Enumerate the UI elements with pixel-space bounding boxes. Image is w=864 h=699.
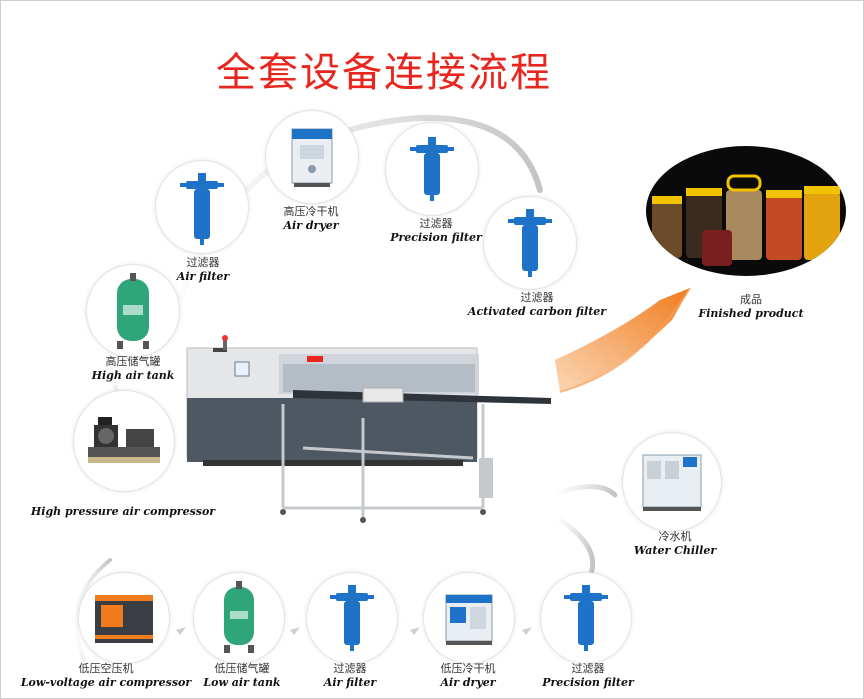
- air-dryer-bottom-node: [423, 572, 515, 664]
- label-en: Water Chiller: [633, 544, 717, 557]
- label-cn: 冷水机: [658, 530, 692, 543]
- label-en: Air filter: [323, 676, 377, 689]
- air-dryer-top-node: [265, 110, 359, 204]
- label-cn: 过滤器: [571, 662, 605, 675]
- label-cn: 高压储气罐: [105, 355, 161, 368]
- air-dryer-bottom-label: 低压冷干机 Air dryer: [440, 662, 495, 690]
- label-en: Air filter: [176, 270, 230, 283]
- high-air-tank-node: [86, 264, 180, 358]
- activated-carbon-filter-node: [483, 196, 577, 290]
- label-en: Air dryer: [283, 219, 339, 232]
- compressor-icon: [95, 595, 153, 643]
- air-filter-bottom-node: [306, 572, 398, 664]
- bottom-arrows: [176, 627, 532, 635]
- air-dryer-top-label: 高压冷干机 Air dryer: [283, 205, 338, 233]
- high-air-tank-label: 高压储气罐 High air tank: [92, 355, 175, 383]
- filter-icon: [180, 173, 224, 245]
- air-dryer-icon: [445, 594, 493, 645]
- label-en: Precision filter: [390, 231, 482, 244]
- finished-product-image: [646, 146, 846, 276]
- orange-arrow: [555, 288, 690, 392]
- label-en: Low-voltage air compressor: [20, 676, 192, 689]
- low-voltage-compressor-node: [78, 572, 170, 664]
- air-tank-icon: [117, 273, 149, 349]
- filter-icon: [564, 585, 608, 651]
- filter-icon: [330, 585, 374, 651]
- label-en: High air tank: [91, 369, 175, 382]
- activated-carbon-filter-label: 过滤器 Activated carbon filter: [468, 291, 606, 319]
- label-cn: 过滤器: [520, 291, 554, 304]
- low-voltage-compressor-label: 低压空压机 Low-voltage air compressor: [21, 662, 191, 690]
- precision-filter-top-label: 过滤器 Precision filter: [390, 217, 482, 245]
- finished-product-label: 成品 Finished product: [698, 293, 803, 321]
- label-en: Precision filter: [542, 676, 634, 689]
- air-tank-icon: [224, 581, 254, 653]
- label-cn: 过滤器: [419, 217, 453, 230]
- filter-icon: [410, 137, 454, 201]
- high-pressure-compressor-node: [73, 390, 175, 492]
- air-filter-top-label: 过滤器 Air filter: [177, 256, 229, 284]
- air-filter-bottom-label: 过滤器 Air filter: [324, 662, 376, 690]
- label-cn: 低压空压机: [78, 662, 134, 675]
- water-chiller-node: [622, 432, 722, 532]
- label-en: High pressure air compressor: [30, 505, 216, 518]
- compressor-icon: [88, 417, 160, 463]
- precision-filter-bottom-label: 过滤器 Precision filter: [542, 662, 634, 690]
- label-cn: 低压储气罐: [214, 662, 270, 675]
- label-cn: 成品: [739, 293, 762, 306]
- precision-filter-top-node: [385, 122, 479, 216]
- label-cn: 过滤器: [333, 662, 367, 675]
- label-en: Activated carbon filter: [467, 305, 607, 318]
- high-pressure-compressor-label: High pressure air compressor: [31, 505, 215, 519]
- label-cn: 低压冷干机: [440, 662, 496, 675]
- label-en: Low air tank: [203, 676, 281, 689]
- label-cn: 高压冷干机: [283, 205, 339, 218]
- water-chiller-icon: [642, 454, 702, 511]
- flow-arc: [557, 484, 618, 498]
- page-title: 全套设备连接流程: [216, 50, 552, 96]
- low-air-tank-node: [193, 572, 285, 664]
- precision-filter-bottom-node: [540, 572, 632, 664]
- label-en: Air dryer: [440, 676, 496, 689]
- air-dryer-icon: [291, 128, 333, 187]
- product-jars-icon: [652, 174, 840, 266]
- water-chiller-label: 冷水机 Water Chiller: [634, 530, 716, 558]
- low-air-tank-label: 低压储气罐 Low air tank: [203, 662, 280, 690]
- filter-icon: [508, 209, 552, 277]
- air-filter-top-node: [155, 160, 249, 254]
- blow-molding-machine: [186, 335, 551, 523]
- label-en: Finished product: [698, 307, 804, 320]
- label-cn: 过滤器: [186, 256, 220, 269]
